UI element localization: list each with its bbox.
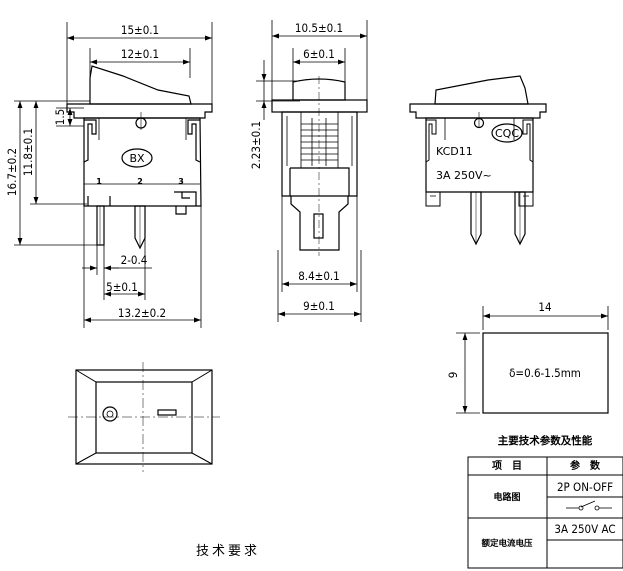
side-body xyxy=(281,111,358,197)
cert-ellipse xyxy=(491,123,523,143)
terminal-1 xyxy=(96,205,105,246)
pin-label-3: 3 xyxy=(178,177,184,186)
dim-terminal-span: 13.2±0.2 xyxy=(118,306,166,320)
labels: 15±0.1 12±0.1 16.7±0.2 11.8±0.1 1.5 2-0.… xyxy=(5,21,616,559)
front-flange xyxy=(66,103,213,119)
dim-side-width-top: 10.5±0.1 xyxy=(295,21,343,35)
dim-terminal-width: 2-0.4 xyxy=(121,253,148,267)
front-dimensions xyxy=(14,22,213,328)
front-body xyxy=(83,117,202,207)
side-rocker xyxy=(292,78,346,101)
front-view xyxy=(14,22,213,328)
brand-ellipse xyxy=(121,148,153,168)
front-rocker xyxy=(89,65,192,105)
dim-side-width-body: 8.4±0.1 xyxy=(298,269,340,283)
terminal-2 xyxy=(134,205,146,250)
cutout-rect xyxy=(482,332,609,414)
rear-rocker xyxy=(434,75,529,105)
side-flange xyxy=(271,99,368,113)
spec-table-title: 主要技术参数及性能 xyxy=(498,434,593,447)
terminal-3-stub xyxy=(175,206,187,215)
rating-label: 3A 250V~ xyxy=(436,169,492,182)
pin-label-2: 2 xyxy=(137,177,143,186)
dim-front-height-total: 16.7±0.2 xyxy=(5,148,19,196)
side-terminal-slot xyxy=(313,213,324,239)
dim-front-width-rocker: 12±0.1 xyxy=(121,47,159,61)
dim-front-height-body: 11.8±0.1 xyxy=(21,128,35,176)
brand-label: BX xyxy=(129,152,145,165)
top-view-led xyxy=(102,406,118,422)
pin-label-1: 1 xyxy=(96,177,102,186)
rear-terminal-right xyxy=(514,191,526,246)
dim-side-width-rocker: 6±0.1 xyxy=(303,47,335,61)
spec-row2-label: 额定电流电压 xyxy=(481,538,533,549)
spec-table xyxy=(467,456,623,569)
spec-row2-value: 3A 250V AC xyxy=(554,522,615,536)
dim-side-width-base: 9±0.1 xyxy=(303,299,335,313)
switch-symbol xyxy=(566,500,612,511)
side-view xyxy=(256,20,368,322)
rear-view xyxy=(409,75,547,246)
cutout-width: 14 xyxy=(538,300,551,314)
cert-mark: CQC xyxy=(495,127,519,140)
model-label: KCD11 xyxy=(436,145,473,158)
top-view-inner xyxy=(95,381,193,454)
front-latch-left xyxy=(83,119,97,163)
side-ribs xyxy=(301,118,338,166)
front-base-steps xyxy=(87,191,197,206)
front-latch-right xyxy=(187,119,201,163)
side-dimensions xyxy=(256,20,368,322)
spec-row1-value: 2P ON-OFF xyxy=(557,480,613,494)
rear-terminal-left xyxy=(470,191,482,246)
spec-header-param: 参 数 xyxy=(570,459,601,472)
dim-front-width-top: 15±0.1 xyxy=(121,23,159,37)
spec-row1-label: 电路图 xyxy=(493,491,520,503)
dim-front-rocker-height: 1.5 xyxy=(53,109,67,125)
side-base xyxy=(290,196,349,251)
dim-side-rocker-height: 2.23±0.1 xyxy=(249,121,263,169)
side-lower-step xyxy=(289,167,350,196)
requirements-title: 技术要求 xyxy=(196,544,260,559)
panel-cutout xyxy=(456,306,609,414)
panel-thickness: δ=0.6-1.5mm xyxy=(509,366,581,380)
top-view xyxy=(68,362,220,472)
rear-flange xyxy=(409,103,547,119)
top-view-off-mark xyxy=(157,409,177,416)
spec-header-item: 项 目 xyxy=(492,460,522,472)
cutout-height: 9 xyxy=(446,372,460,379)
dim-terminal-pitch: 5±0.1 xyxy=(106,280,138,294)
